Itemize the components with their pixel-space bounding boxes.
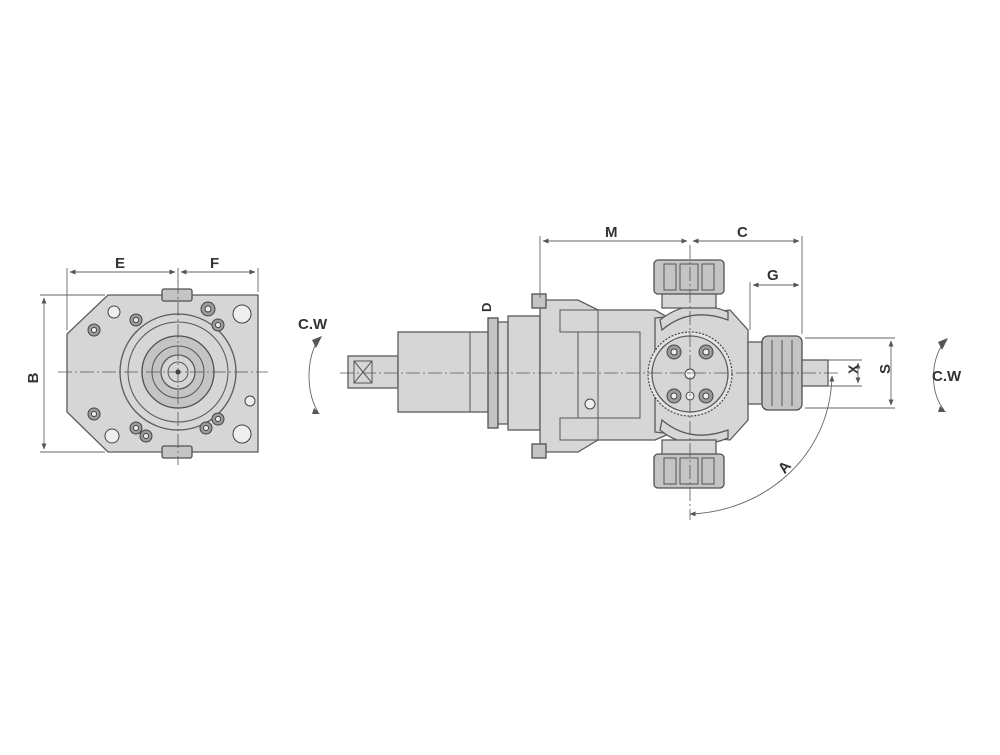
housing-tab-top — [531, 293, 547, 309]
swing-angle-arc — [689, 375, 835, 517]
label-A: A — [775, 458, 795, 477]
label-C: C — [737, 224, 748, 241]
label-X: X — [845, 364, 861, 374]
left-rotation-indicator: C.W — [298, 316, 328, 414]
label-E: E — [115, 255, 125, 272]
right-rotation-indicator: C.W — [932, 338, 962, 412]
cylinder-body — [397, 331, 491, 413]
label-M: M — [605, 224, 618, 241]
rotation-arrow-right-icon — [933, 341, 945, 411]
top-key-slot — [161, 288, 193, 302]
front-bolts — [87, 301, 256, 444]
side-view: D — [340, 224, 895, 520]
top-collet-nut — [653, 259, 725, 309]
label-S: S — [877, 364, 894, 374]
label-cw-right: C.W — [932, 368, 962, 385]
label-D: D — [479, 303, 494, 312]
label-B: B — [25, 372, 42, 383]
bottom-collet-nut — [653, 439, 725, 489]
rotation-arrow-left-icon — [308, 339, 319, 413]
label-F: F — [210, 255, 219, 272]
housing-tab-bottom — [531, 443, 547, 459]
label-G: G — [767, 267, 779, 284]
bottom-key-slot — [161, 445, 193, 459]
label-cw-left: C.W — [298, 316, 328, 333]
front-view: E F B — [25, 255, 268, 465]
